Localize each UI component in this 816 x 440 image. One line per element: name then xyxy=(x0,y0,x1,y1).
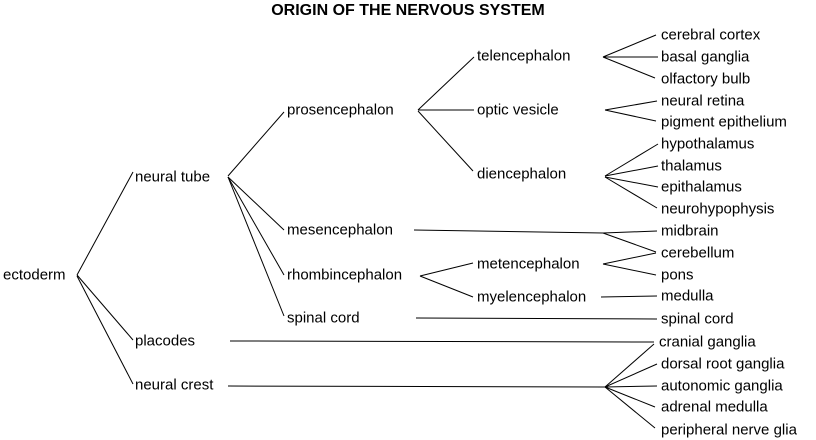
node-cerebral-cortex: cerebral cortex xyxy=(661,26,761,44)
tree-edge xyxy=(419,275,474,298)
tree-edge xyxy=(227,385,606,388)
node-neural-retina: neural retina xyxy=(661,92,745,110)
node-pigment-epithelium: pigment epithelium xyxy=(661,113,787,131)
node-hypothalamus: hypothalamus xyxy=(661,135,755,153)
node-autonomic-ganglia: autonomic ganglia xyxy=(661,377,783,395)
node-placodes: placodes xyxy=(135,332,196,350)
tree-edge xyxy=(602,252,657,265)
tree-edge xyxy=(604,176,659,188)
tree-edge xyxy=(602,263,657,276)
node-epithalamus: epithalamus xyxy=(661,178,742,196)
node-peripheral-nerve-glia: peripheral nerve glia xyxy=(661,421,797,439)
tree-edge xyxy=(604,176,658,209)
tree-edge xyxy=(417,56,475,111)
node-midbrain: midbrain xyxy=(661,222,719,240)
tree-edge xyxy=(604,386,656,408)
node-thalamus: thalamus xyxy=(661,157,722,175)
tree-edge xyxy=(604,109,657,122)
node-cerebellum: cerebellum xyxy=(661,244,735,262)
tree-edge xyxy=(227,176,285,317)
tree-edge xyxy=(76,275,134,385)
tree-edge xyxy=(227,176,285,231)
page-title: ORIGIN OF THE NERVOUS SYSTEM xyxy=(271,2,545,19)
node-medulla: medulla xyxy=(661,287,714,305)
tree-edge xyxy=(229,340,655,343)
node-prosencephalon: prosencephalon xyxy=(287,101,394,119)
tree-edge xyxy=(602,232,657,253)
node-metencephalon: metencephalon xyxy=(477,255,580,273)
node-cranial-ganglia: cranial ganglia xyxy=(659,333,756,351)
node-optic-vesicle: optic vesicle xyxy=(477,101,559,119)
node-spinal-cord-right: spinal cord xyxy=(661,310,734,328)
node-pons: pons xyxy=(661,266,694,284)
tree-edge xyxy=(604,143,659,177)
tree-edge xyxy=(227,111,285,177)
node-dorsal-root-ganglia: dorsal root ganglia xyxy=(661,355,785,373)
node-olfactory-bulb: olfactory bulb xyxy=(661,70,751,88)
tree-edge xyxy=(604,385,658,388)
tree-edge xyxy=(604,363,658,388)
node-spinal-cord-left: spinal cord xyxy=(287,309,360,327)
tree-edge xyxy=(602,230,658,234)
node-mesencephalon: mesencephalon xyxy=(287,221,393,239)
tree-edge xyxy=(227,176,285,276)
tree-edge xyxy=(604,100,658,111)
tree-edge xyxy=(602,34,657,58)
tree-edge xyxy=(415,317,658,320)
node-myelencephalon: myelencephalon xyxy=(477,288,587,306)
tree-edge xyxy=(604,343,655,388)
node-adrenal-medulla: adrenal medulla xyxy=(661,398,768,416)
tree-edge xyxy=(417,110,474,172)
tree-edge xyxy=(602,56,656,79)
node-basal-ganglia: basal ganglia xyxy=(661,48,750,66)
node-neurohypophysis: neurohypophysis xyxy=(661,200,775,218)
node-ectoderm: ectoderm xyxy=(3,266,66,284)
tree-edge xyxy=(76,171,134,276)
tree-edge xyxy=(76,274,134,341)
node-neural-tube: neural tube xyxy=(135,168,211,186)
node-telencephalon: telencephalon xyxy=(477,47,571,65)
node-rhombincephalon: rhombincephalon xyxy=(287,266,403,284)
tree-edge xyxy=(419,262,474,277)
tree-edge xyxy=(600,295,658,298)
tree-edge xyxy=(604,386,656,429)
tree-edge xyxy=(413,229,604,234)
node-neural-crest: neural crest xyxy=(135,376,214,394)
node-diencephalon: diencephalon xyxy=(477,165,567,183)
tree-edge xyxy=(604,165,659,177)
